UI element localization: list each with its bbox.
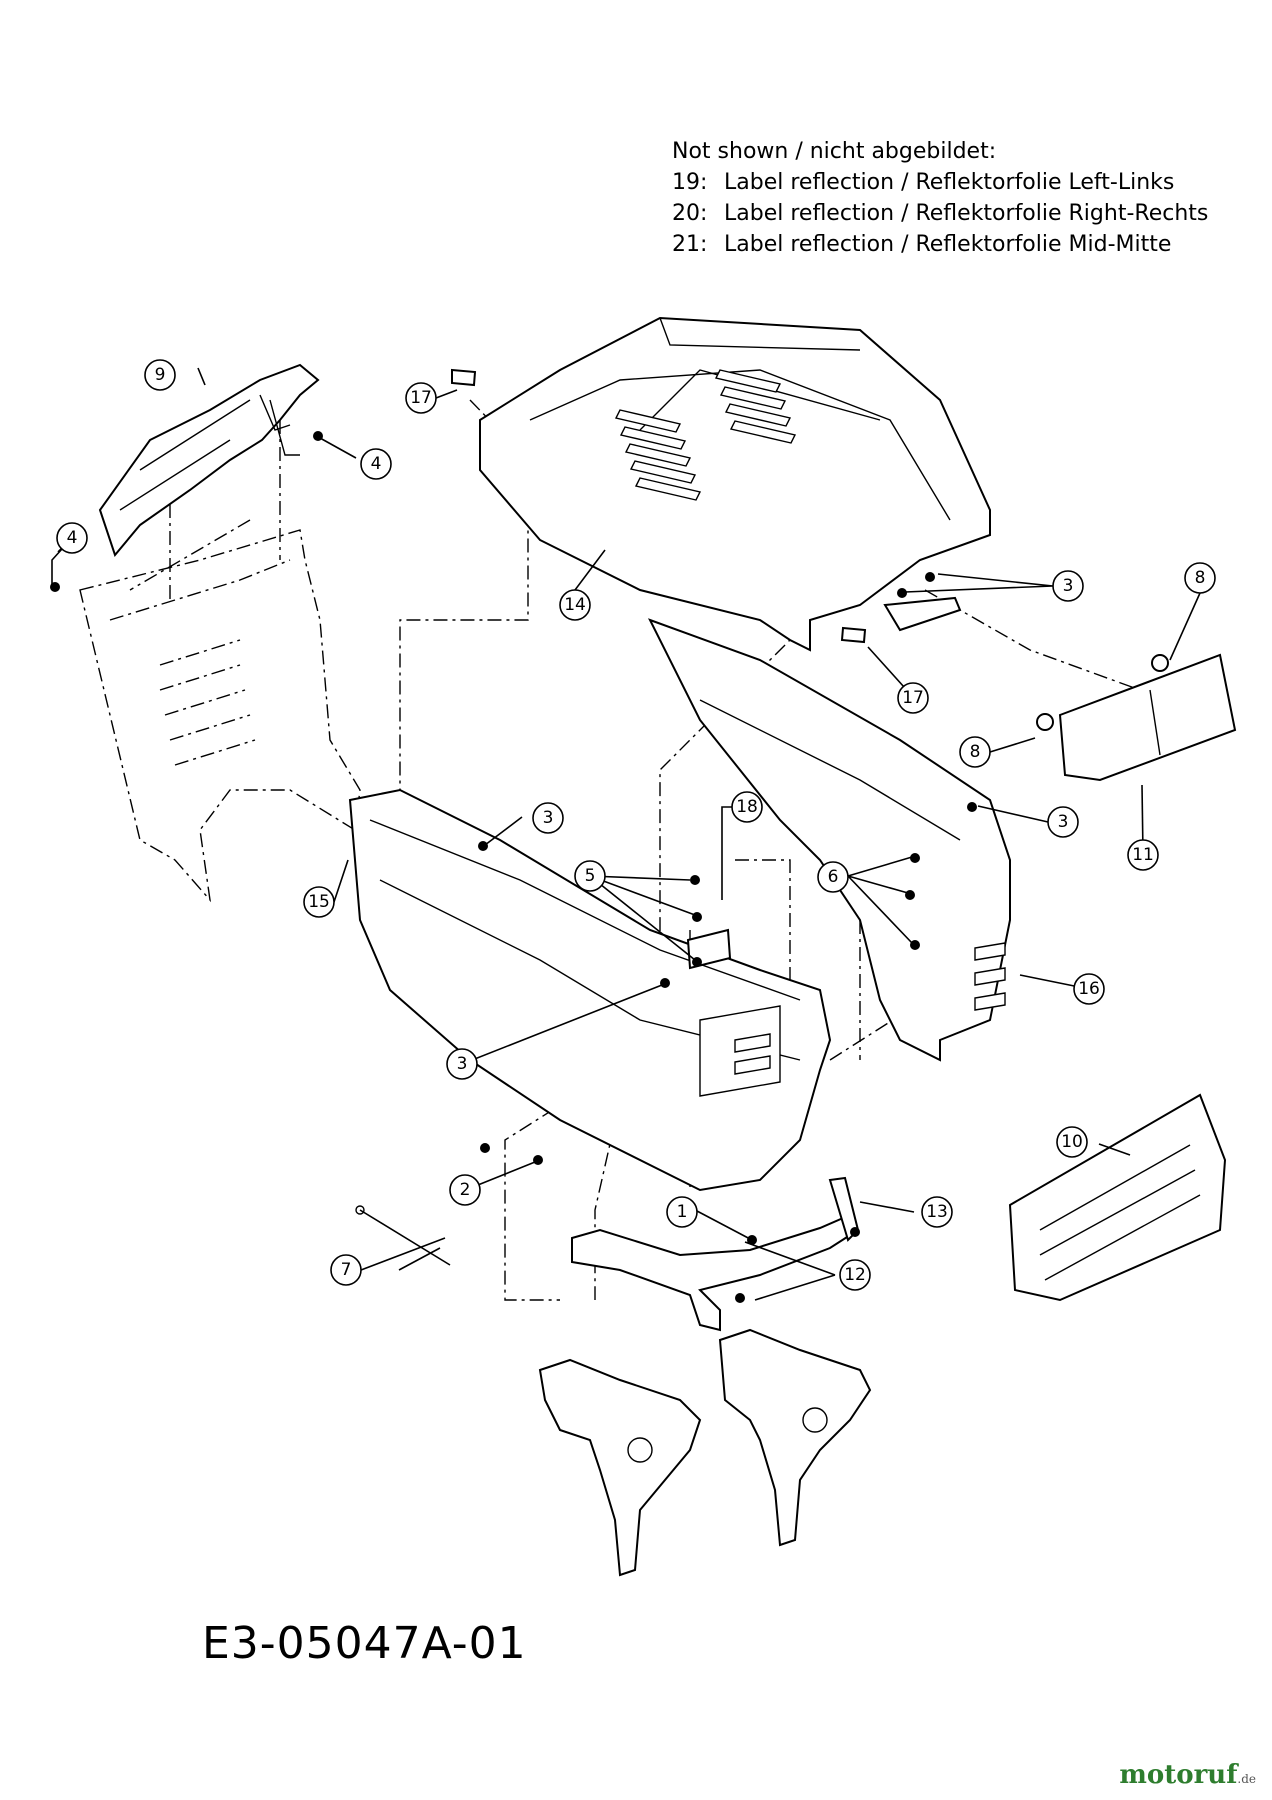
note-text: Label reflection / Reflektorfolie Mid-Mi… — [724, 232, 1172, 257]
callout-15: 15 — [303, 886, 335, 918]
callout-3: 3 — [532, 802, 564, 834]
note-item: 19: Label reflection / Reflektorfolie Lef… — [672, 167, 1208, 198]
callout-9: 9 — [144, 359, 176, 391]
watermark-text: motoruf — [1119, 1760, 1238, 1790]
callout-11: 11 — [1127, 839, 1159, 871]
svg-text:7: 7 — [341, 1260, 352, 1280]
side-vents — [974, 942, 1006, 1011]
callout-17: 17 — [405, 382, 437, 414]
note-number: 21: — [672, 232, 708, 257]
svg-text:10: 10 — [1061, 1132, 1083, 1152]
part-15-side-panel — [79, 529, 361, 903]
svg-text:16: 16 — [1078, 979, 1100, 999]
svg-text:1: 1 — [677, 1202, 688, 1222]
callout-4: 4 — [56, 522, 88, 554]
hood-vents — [614, 369, 797, 501]
svg-text:6: 6 — [828, 867, 839, 887]
svg-text:18: 18 — [736, 797, 758, 817]
svg-text:2: 2 — [460, 1180, 471, 1200]
svg-text:17: 17 — [410, 388, 432, 408]
note-item: 20: Label reflection / Reflektorfolie Rig… — [672, 198, 1208, 229]
part-8-bulb — [1036, 713, 1054, 731]
part-16-side-panel — [647, 618, 1011, 1062]
svg-text:13: 13 — [926, 1202, 948, 1222]
callout-3: 3 — [446, 1048, 478, 1080]
callout-10: 10 — [1056, 1126, 1088, 1158]
callout-18: 18 — [731, 791, 763, 823]
front-panel — [348, 788, 832, 1192]
callout-6: 6 — [817, 861, 849, 893]
lower-brackets — [538, 1328, 872, 1577]
diagram-part-code: E3-05047A-01 — [202, 1618, 527, 1669]
svg-text:14: 14 — [564, 595, 586, 615]
part-10-grille — [1008, 1093, 1227, 1302]
svg-text:11: 11 — [1132, 845, 1154, 865]
svg-text:4: 4 — [67, 528, 78, 548]
callout-8: 8 — [1184, 562, 1216, 594]
callout-3: 3 — [1047, 806, 1079, 838]
svg-text:4: 4 — [371, 454, 382, 474]
part-13-bracket — [571, 1176, 860, 1332]
svg-text:8: 8 — [1195, 568, 1206, 588]
callout-5: 5 — [574, 860, 606, 892]
svg-text:15: 15 — [308, 892, 330, 912]
watermark-suffix: .de — [1237, 1772, 1256, 1786]
part-9-left-panel — [98, 363, 320, 558]
callout-2: 2 — [449, 1174, 481, 1206]
svg-text:17: 17 — [902, 688, 924, 708]
svg-text:3: 3 — [1058, 812, 1069, 832]
callout-8: 8 — [959, 736, 991, 768]
note-number: 19: — [672, 170, 708, 195]
note-text: Label reflection / Reflektorfolie Right-… — [724, 201, 1209, 226]
callout-17: 17 — [897, 682, 929, 714]
vent-slots — [159, 639, 256, 766]
notes-heading: Not shown / nicht abgebildet: — [672, 139, 997, 164]
part-11-headlight — [1058, 653, 1237, 782]
svg-text:8: 8 — [970, 742, 981, 762]
callout-3: 3 — [1052, 570, 1084, 602]
callout-12: 12 — [839, 1259, 871, 1291]
callout-7: 7 — [330, 1254, 362, 1286]
note-item: 21: Label reflection / Reflektorfolie Mid… — [672, 229, 1208, 260]
callout-13: 13 — [921, 1196, 953, 1228]
svg-text:3: 3 — [457, 1054, 468, 1074]
svg-text:3: 3 — [1063, 576, 1074, 596]
watermark-logo: motoruf.de — [1119, 1760, 1256, 1790]
part-17-clip — [451, 368, 477, 387]
callouts: 9 4 4 17 14 3 8 17 8 3 3 11 15 18 5 6 16… — [56, 359, 1216, 1291]
callout-16: 16 — [1073, 973, 1105, 1005]
callout-1: 1 — [666, 1196, 698, 1228]
part-8-bulb — [1151, 654, 1169, 672]
note-number: 20: — [672, 201, 708, 226]
svg-text:5: 5 — [585, 866, 596, 886]
svg-text:9: 9 — [155, 365, 166, 385]
svg-text:3: 3 — [543, 808, 554, 828]
front-vents — [699, 1005, 781, 1097]
callout-4: 4 — [360, 448, 392, 480]
svg-text:12: 12 — [844, 1265, 866, 1285]
part-17-clip — [840, 626, 867, 644]
callout-14: 14 — [559, 589, 591, 621]
note-text: Label reflection / Reflektorfolie Left-L… — [724, 170, 1175, 195]
part-7-cable-tie — [355, 1205, 451, 1266]
not-shown-notes: Not shown / nicht abgebildet: 19: Label r… — [672, 136, 1208, 260]
part-14-hood — [479, 316, 991, 652]
